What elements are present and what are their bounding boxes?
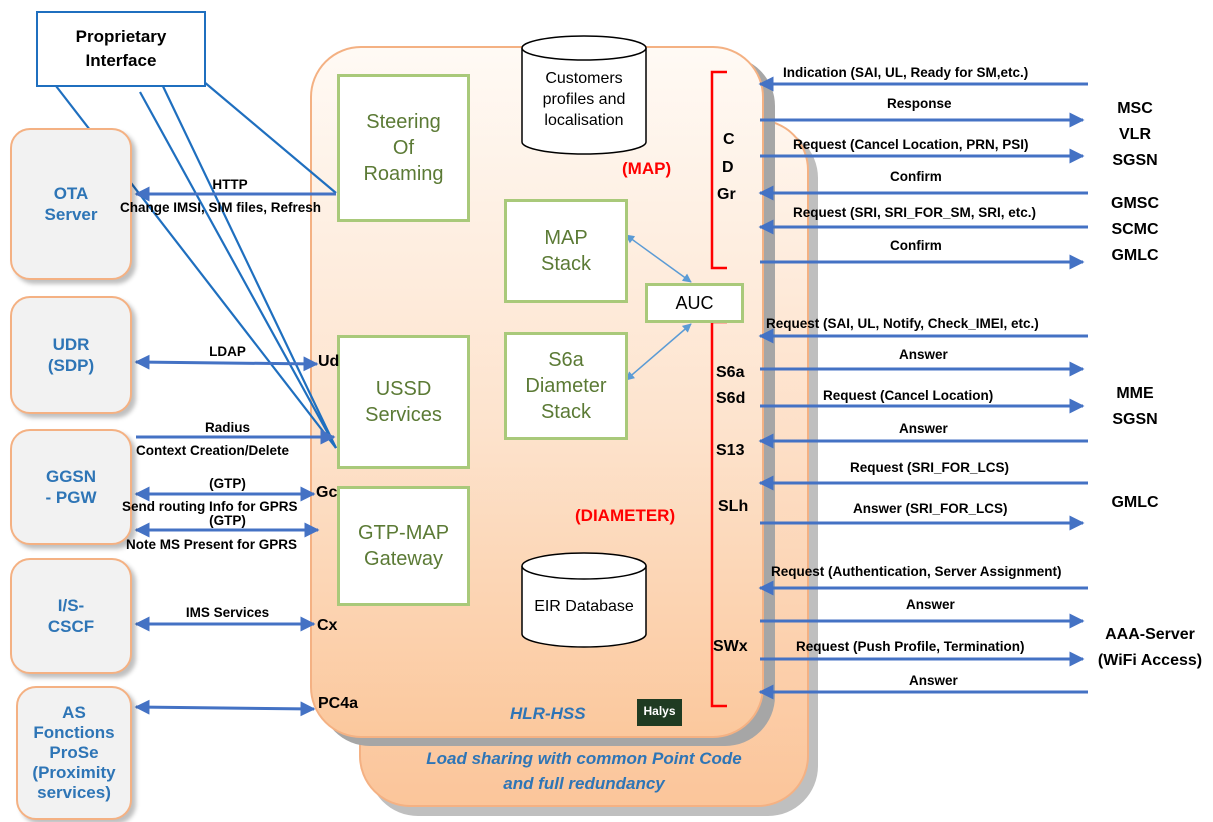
eir-database-icon: [521, 552, 647, 648]
gtp-note-label: (GTP): [209, 513, 246, 528]
proprietary-interface-label: Proprietary Interface: [75, 27, 167, 70]
ussd-services-label: USSD Services: [365, 378, 442, 426]
link-label-sai-ul-notify: Request (SAI, UL, Notify, Check_IMEI, et…: [766, 316, 1039, 331]
hlr-hss-label: HLR-HSS: [510, 704, 586, 723]
udr-label: UDR (SDP): [47, 335, 95, 375]
ud-interface-label: Ud: [318, 353, 340, 370]
s6a-diameter-stack-label: S6a Diameter Stack: [525, 349, 607, 423]
link-label-sri-for-lcs-answer: Answer (SRI_FOR_LCS): [853, 501, 1008, 516]
link-label-cancel-location-map: Request (Cancel Location, PRN, PSI): [793, 137, 1029, 152]
link-label-sri: Request (SRI, SRI_FOR_SM, SRI, etc.): [793, 205, 1037, 220]
gmlc-label: GMLC: [1111, 494, 1159, 511]
ggsn-label: GGSN - PGW: [45, 467, 97, 507]
map-protocol-label: (MAP): [622, 159, 672, 178]
redundancy-label: Load sharing with common Point Code and …: [426, 749, 742, 793]
link-label-answer-1: Answer: [899, 347, 948, 362]
steering-of-roaming-label: Steering Of Roaming: [363, 111, 444, 185]
gtp-map-gateway-label: GTP-MAP Gateway: [357, 522, 450, 570]
c-interface-label: C: [723, 131, 735, 148]
link-label-answer-3: Answer: [906, 597, 955, 612]
radius-detail-label: Context Creation/Delete: [136, 443, 290, 458]
mme-sgsn-label: MME SGSN: [1112, 385, 1158, 428]
pc4a-interface-label: PC4a: [318, 695, 359, 712]
auc-label: AUC: [675, 293, 714, 313]
right-arrows: [758, 76, 1088, 700]
link-label-answer-2: Answer: [899, 421, 948, 436]
as-prose-label: AS Fonctions ProSe (Proximity services): [32, 703, 116, 802]
link-label-sri-for-lcs-request: Request (SRI_FOR_LCS): [850, 460, 1010, 475]
eir-database-label: EIR Database: [534, 598, 634, 615]
map-auc-link: [625, 234, 692, 283]
ldap-label: LDAP: [209, 344, 246, 359]
link-label-response: Response: [887, 96, 952, 111]
link-label-push-profile: Request (Push Profile, Termination): [796, 639, 1025, 654]
s6d-interface-label: S6d: [716, 390, 746, 407]
s6a-interface-label: S6a: [716, 364, 745, 381]
link-label-confirm-1: Confirm: [890, 169, 942, 184]
map-stack-module: MAP Stack: [504, 199, 628, 303]
halys-logo: [637, 699, 682, 726]
cscf-box: I/S- CSCF: [10, 558, 132, 674]
ussd-services-module: USSD Services: [337, 335, 470, 469]
map-stack-label: MAP Stack: [540, 227, 592, 275]
link-label-answer-4: Answer: [909, 673, 958, 688]
aaa-server-label: AAA-Server (WiFi Access): [1097, 626, 1203, 669]
gmsc-scmc-gmlc-label: GMSC SCMC GMLC: [1111, 195, 1159, 264]
gtp-sri-detail-label: Send routing Info for GPRS: [122, 499, 298, 514]
cx-interface-label: Cx: [317, 617, 338, 634]
gtp-map-gateway-module: GTP-MAP Gateway: [337, 486, 470, 606]
slh-interface-label: SLh: [718, 498, 749, 515]
link-label-cancel-location-diameter: Request (Cancel Location): [823, 388, 994, 403]
udr-box: UDR (SDP): [10, 296, 132, 414]
gc-interface-label: Gc: [316, 484, 338, 501]
s6a-diameter-stack-module: S6a Diameter Stack: [504, 332, 628, 440]
gtp-note-detail-label: Note MS Present for GPRS: [126, 537, 298, 552]
msc-vlr-sgsn-label: MSC VLR SGSN: [1112, 100, 1158, 169]
ota-server-label: OTA Server: [44, 184, 98, 224]
auc-module: AUC: [645, 283, 744, 323]
ims-services-label: IMS Services: [185, 605, 270, 620]
radius-label: Radius: [204, 420, 250, 435]
d-interface-label: D: [722, 159, 734, 176]
s6a-auc-link: [625, 323, 692, 381]
gr-interface-label: Gr: [717, 186, 736, 203]
link-label-confirm-2: Confirm: [890, 238, 942, 253]
gtp-sri-label: (GTP): [209, 476, 246, 491]
http-label: HTTP: [212, 177, 248, 192]
ota-server-box: OTA Server: [10, 128, 132, 280]
link-label-indication: Indication (SAI, UL, Ready for SM,etc.): [783, 65, 1029, 80]
halys-logo-text: Halys: [643, 704, 676, 718]
as-prose-box: AS Fonctions ProSe (Proximity services): [16, 686, 132, 820]
customers-database-label: Customers profiles and localisation: [542, 70, 626, 129]
link-label-authentication: Request (Authentication, Server Assignme…: [771, 564, 1062, 579]
s13-interface-label: S13: [716, 442, 745, 459]
steering-of-roaming-module: Steering Of Roaming: [337, 74, 470, 222]
customers-database-icon: [521, 35, 647, 155]
cscf-label: I/S- CSCF: [47, 596, 95, 636]
proprietary-interface-box: Proprietary Interface: [36, 11, 206, 87]
diameter-protocol-label: (DIAMETER): [575, 506, 676, 525]
http-detail-label: Change IMSI, SIM files, Refresh: [120, 200, 322, 215]
left-arrows: [134, 186, 336, 717]
map-bracket: [710, 70, 727, 270]
swx-interface-label: SWx: [713, 638, 748, 655]
ggsn-box: GGSN - PGW: [10, 429, 132, 545]
